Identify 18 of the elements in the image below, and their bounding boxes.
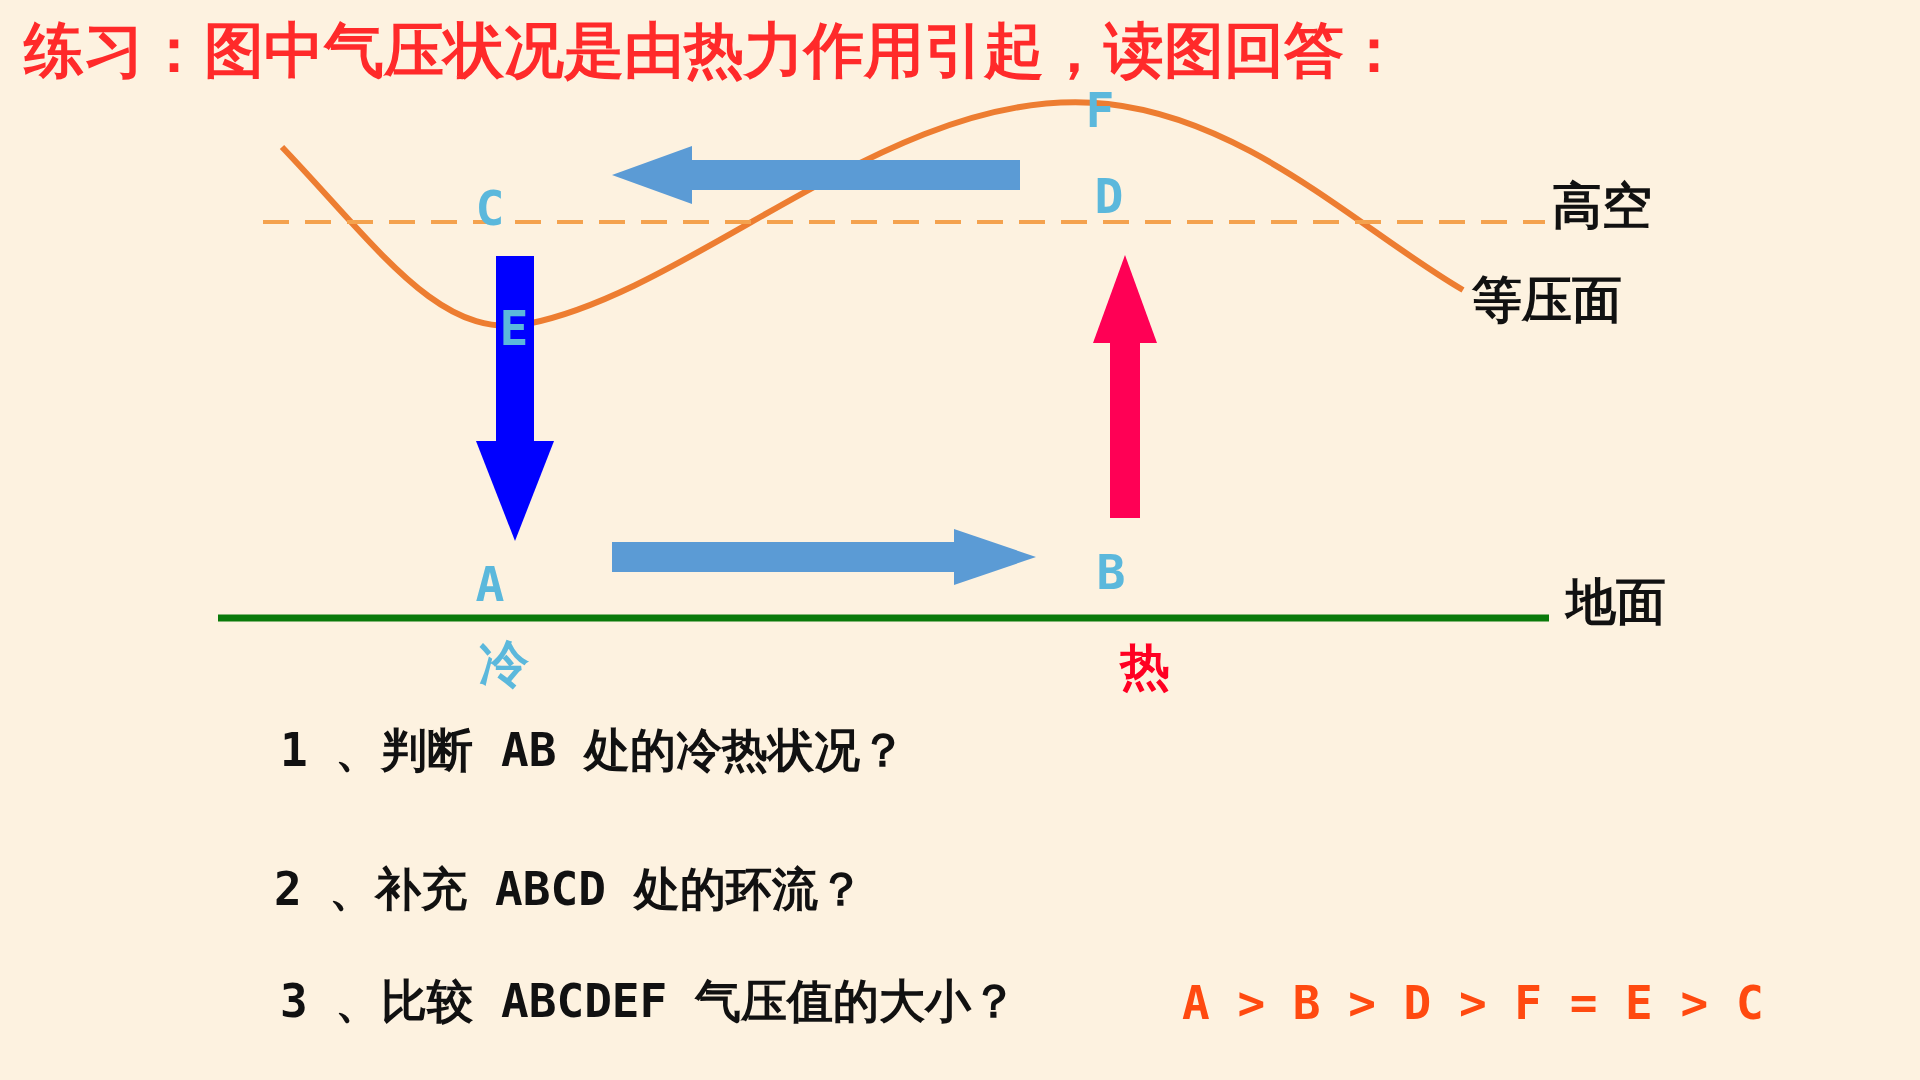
temperature-label: 冷 — [479, 639, 529, 689]
flow-arrow — [612, 146, 1020, 204]
level-label: 高空 — [1552, 181, 1652, 231]
title: 练习：图中气压状况是由热力作用引起，读图回答： — [24, 20, 1404, 80]
curve-label: 等压面 — [1472, 275, 1622, 325]
flow-arrow — [476, 256, 554, 541]
level-label: 地面 — [1566, 577, 1666, 627]
flow-arrow — [1093, 255, 1157, 518]
answer-text: A > B > D > F = E > C — [1182, 980, 1764, 1026]
flow-arrow — [612, 529, 1036, 585]
temperature-label: 热 — [1120, 642, 1170, 692]
question-text: 3 、比较 ABCDEF 气压值的大小？ — [280, 978, 1017, 1024]
point-label: B — [1096, 548, 1126, 596]
point-label: A — [475, 560, 505, 608]
question-text: 2 、补充 ABCD 处的环流？ — [274, 866, 864, 912]
point-label: E — [499, 304, 529, 352]
point-label: D — [1094, 172, 1124, 220]
question-text: 1 、判断 AB 处的冷热状况？ — [280, 727, 907, 773]
